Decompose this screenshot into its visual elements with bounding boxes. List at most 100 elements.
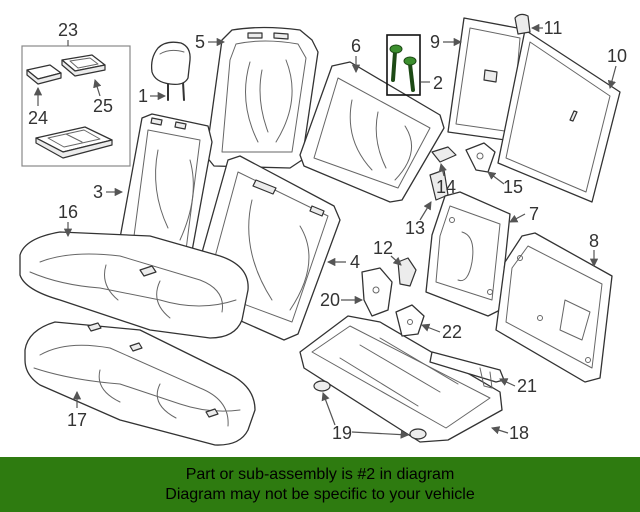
part-6-stitching	[349, 99, 412, 181]
part-25-drawing	[61, 54, 106, 77]
part-7-inner	[435, 205, 501, 301]
bolt-b-shaft	[408, 62, 415, 92]
part-7-hole-a	[449, 217, 455, 223]
leader-7	[509, 213, 526, 223]
callout-14: 14	[436, 177, 456, 197]
callout-25: 25	[93, 96, 113, 116]
part-1-posts	[167, 81, 185, 101]
part-7-outline	[425, 191, 511, 317]
kit-tray-drawing	[35, 126, 113, 159]
part-1-outline	[150, 41, 191, 86]
part-9-slot	[483, 69, 498, 83]
part-14-drawing	[431, 146, 457, 163]
part-2-bolt-b	[403, 56, 417, 92]
part-2-highlight-box	[386, 34, 421, 96]
part-15-drawing	[465, 142, 496, 173]
callout-19: 19	[332, 423, 352, 443]
part-6-inner	[313, 77, 431, 189]
callout-11: 11	[544, 18, 563, 38]
callout-6: 6	[351, 36, 361, 56]
part-22-drawing	[395, 304, 425, 337]
part-24-drawing	[26, 64, 62, 85]
part-18-drawing	[299, 315, 503, 443]
part-3-slots	[150, 117, 187, 130]
part-20-outline	[361, 267, 393, 317]
part-17-drawing	[24, 321, 256, 446]
part-16-clip	[139, 265, 157, 277]
part-18-outline	[299, 315, 503, 443]
part-15-outline	[465, 142, 496, 173]
leader-18	[490, 426, 509, 435]
part-10-slot	[569, 110, 578, 122]
info-banner: Part or sub-assembly is #2 in diagram Di…	[0, 457, 640, 512]
callout-20: 20	[320, 290, 340, 310]
part-21-tab	[479, 367, 493, 389]
part-8-drawing	[495, 232, 613, 383]
part-7-rib	[457, 231, 474, 282]
kit-tray-cells	[47, 129, 101, 148]
part-4-inner	[205, 171, 329, 323]
part-22-hole	[407, 319, 413, 325]
part-6-outline	[299, 61, 445, 203]
part-5-drawing	[205, 26, 319, 169]
part-3-stitching	[155, 149, 194, 241]
leader-19-a	[321, 392, 336, 426]
callout-21: 21	[517, 376, 537, 396]
part-18-ribs	[339, 337, 459, 407]
callout-12: 12	[373, 238, 393, 258]
callout-23: 23	[58, 20, 78, 40]
leader-25	[93, 78, 102, 97]
part-5-stitching	[245, 59, 293, 143]
part-8-outline	[495, 232, 613, 383]
callout-4: 4	[350, 252, 360, 272]
callout-8: 8	[589, 231, 599, 251]
callout-22: 22	[442, 322, 462, 342]
callout-7: 7	[529, 204, 539, 224]
part-15-hole	[476, 152, 484, 160]
leader-21	[499, 378, 516, 387]
leader-10	[607, 65, 617, 90]
part-19-foot-b	[409, 428, 427, 440]
part-20-hole	[372, 286, 380, 294]
part-8-hole-a	[517, 255, 523, 261]
bolt-a-head	[389, 44, 403, 54]
part-19-drawing	[313, 380, 427, 440]
part-16-seams	[29, 253, 237, 313]
callout-15: 15	[503, 177, 523, 197]
part-25-inner	[69, 57, 99, 69]
part-1-drawing	[150, 41, 191, 101]
parts-diagram: 1 2 3 4 5 6 7 8 9 10 11 12 13 14 15 16 1…	[19, 13, 627, 446]
leader-14	[438, 162, 447, 177]
leader-22	[421, 323, 441, 333]
callout-labels: 1 2 3 4 5 6 7 8 9 10 11 12 13 14 15 16 1…	[28, 18, 627, 443]
part-5-slots	[247, 32, 289, 40]
leader-lines	[33, 23, 617, 439]
part-10-outline	[497, 29, 621, 203]
kit-box-frame	[21, 45, 131, 167]
part-4-slots	[252, 179, 325, 217]
callout-18: 18	[509, 423, 529, 443]
part-12-outline	[397, 257, 417, 287]
part-12-drawing	[397, 257, 417, 287]
part-10-inner	[505, 41, 611, 193]
part-20-drawing	[361, 267, 393, 317]
leader-12	[390, 255, 402, 266]
part-8-hole-b	[537, 315, 543, 321]
callout-13: 13	[405, 218, 425, 238]
part-17-seams	[33, 344, 241, 427]
part-11-outline	[514, 13, 531, 35]
bolt-a-shaft	[391, 50, 397, 82]
part-6-drawing	[299, 61, 445, 203]
part-1-seam	[159, 49, 185, 55]
part-24-side	[26, 69, 62, 85]
banner-line-1: Part or sub-assembly is #2 in diagram	[185, 465, 455, 483]
callout-24: 24	[28, 108, 48, 128]
leader-15	[487, 171, 505, 185]
callout-3: 3	[93, 182, 103, 202]
part-10-drawing	[497, 29, 621, 203]
part-5-inner	[221, 40, 307, 153]
part-25-side	[61, 59, 106, 77]
part-7-drawing	[425, 191, 511, 317]
bolt-b-head	[403, 56, 417, 66]
leader-13	[419, 201, 432, 221]
